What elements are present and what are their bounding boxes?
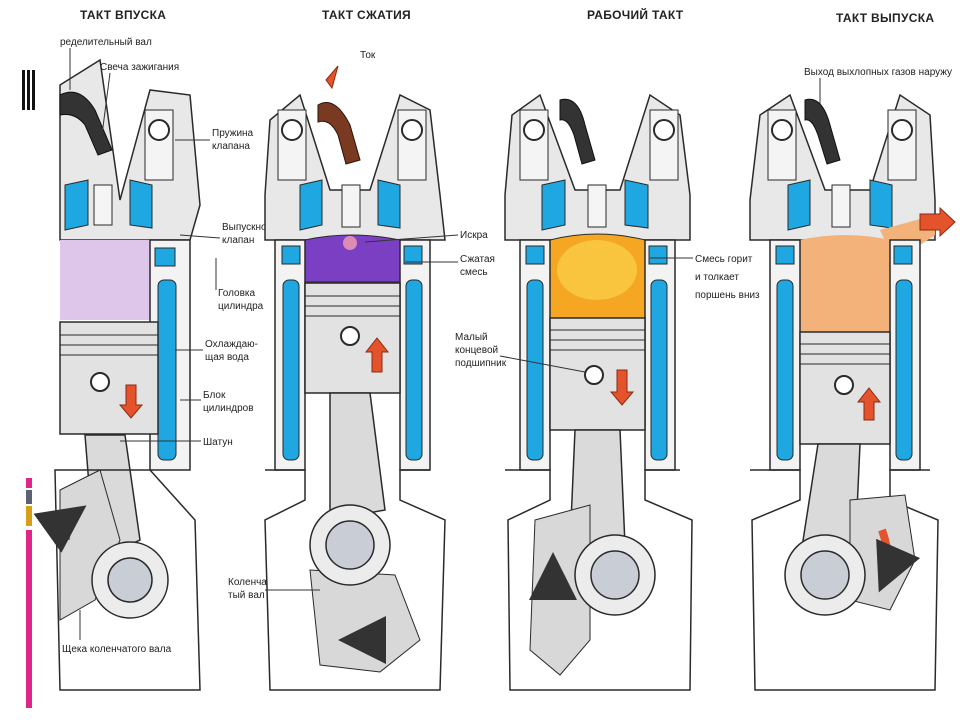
panel-exhaust: ТАКТ ВЫПУСКА Выход выхлопных газов наруж… bbox=[749, 11, 956, 691]
label-crank-web: Щека коленчатого вала bbox=[62, 644, 172, 655]
label-coolant-2: щая вода bbox=[205, 352, 249, 363]
panel-power: РАБОЧИЙ ТАКТ bbox=[504, 7, 693, 691]
labels-compression: Коленча тый вал Искра Сжатая смесь bbox=[228, 230, 495, 601]
decor-bar-slate bbox=[26, 490, 32, 504]
label-cyl-head-2: цилиндра bbox=[218, 301, 264, 312]
label-spark-plug: Свеча зажигания bbox=[100, 62, 179, 73]
title-intake: ТАКТ ВПУСКА bbox=[80, 8, 166, 22]
label-valve-spring-1: Пружина bbox=[212, 128, 254, 139]
label-burns-3: поршень вниз bbox=[695, 290, 760, 301]
decor-bar-pink-top bbox=[26, 478, 32, 488]
label-crankshaft-2: тый вал bbox=[228, 590, 265, 601]
label-exhaust-valve-1: Выпускной bbox=[222, 222, 272, 233]
title-power: РАБОЧИЙ ТАКТ bbox=[587, 7, 684, 22]
label-spark: Искра bbox=[460, 230, 488, 241]
label-current: Ток bbox=[360, 50, 376, 61]
label-conrod: Шатун bbox=[203, 437, 233, 448]
label-exhaust-valve-2: клапан bbox=[222, 235, 254, 246]
label-camshaft: ределительный вал bbox=[60, 37, 152, 48]
panel-intake: ТАКТ ВПУСКА bbox=[33, 8, 201, 691]
title-compression: ТАКТ СЖАТИЯ bbox=[322, 8, 411, 22]
label-cyl-block-2: цилиндров bbox=[203, 403, 254, 414]
label-mixture-2: смесь bbox=[460, 267, 488, 278]
label-mixture-1: Сжатая bbox=[460, 254, 495, 265]
label-small-end-1: Малый bbox=[455, 332, 488, 343]
label-small-end-2: концевой bbox=[455, 345, 498, 356]
decor-bar-gold bbox=[26, 506, 32, 526]
label-coolant-1: Охлаждаю- bbox=[205, 339, 258, 350]
label-exhaust-out: Выход выхлопных газов наружу bbox=[804, 67, 952, 78]
panel-compression: ТАКТ СЖАТИЯ Ток bbox=[264, 8, 446, 691]
title-exhaust: ТАКТ ВЫПУСКА bbox=[836, 11, 934, 25]
label-cyl-head-1: Головка bbox=[218, 288, 256, 299]
labels-power: Малый концевой подшипник Смесь горит и т… bbox=[455, 254, 760, 373]
label-valve-spring-2: клапана bbox=[212, 141, 250, 152]
label-cyl-block-1: Блок bbox=[203, 390, 226, 401]
label-crankshaft-1: Коленча bbox=[228, 577, 267, 588]
decor-bar-pink bbox=[26, 530, 32, 708]
page-marker-icon bbox=[22, 70, 35, 110]
label-burns-1: Смесь горит bbox=[695, 254, 753, 265]
label-small-end-3: подшипник bbox=[455, 358, 507, 369]
label-burns-2: и толкает bbox=[695, 272, 739, 283]
labels-intake: ределительный вал Свеча зажигания Пружин… bbox=[60, 37, 272, 655]
